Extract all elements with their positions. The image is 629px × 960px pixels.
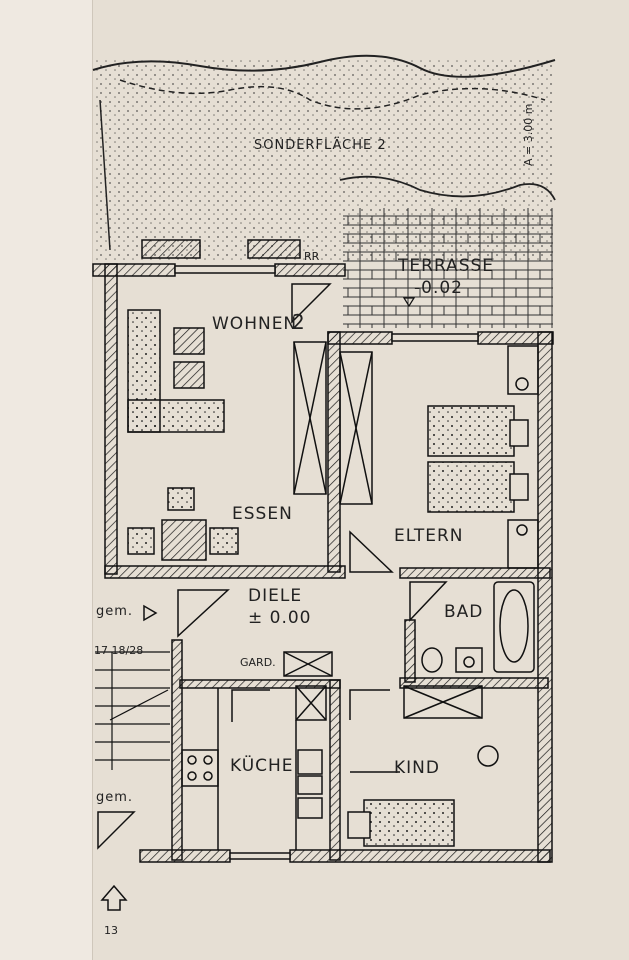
double-bed [427,345,539,569]
rr-label: RR [304,250,320,263]
living-cabinets [293,341,373,505]
doors [97,283,448,850]
kitchen-fixtures [181,688,323,850]
stair-label: 17 18/28 [94,644,144,657]
hall-label: DIELE [248,586,303,606]
unit-number: 2 [292,310,306,334]
side-table [173,327,205,355]
entry-arrow-icon [100,884,128,911]
bath-label: BAD [444,602,484,622]
staircase [95,651,170,770]
garden-label: SONDERFLÄCHE 2 [254,138,387,153]
kitchen-label: KÜCHE [230,756,294,776]
coffee-table [173,361,205,389]
dining-label: ESSEN [232,504,293,524]
gem-label-top: gem. [96,604,134,619]
walls [92,263,554,863]
left-page-margin [0,0,93,960]
terrace-paving [343,208,553,328]
hall-wardrobe [283,651,333,721]
entry-marker-icon [143,604,158,622]
gem-label-bottom: gem. [96,790,134,805]
bathroom-fixtures [421,581,535,673]
sofa [127,309,225,433]
level-marker-icon [402,297,416,308]
parents-label: ELTERN [394,526,464,546]
wardrobe-label: GARD. [240,656,276,669]
dining-set [127,487,239,561]
terrace-label: TERRASSE [398,256,495,276]
living-label: WOHNEN [212,314,298,334]
terrace-level: -0.02 [414,278,463,298]
stair-bottom-label: 13 [104,924,118,937]
child-bed [347,685,499,847]
dimension-label: A = 3.00 m [522,103,535,166]
child-label: KIND [394,758,440,778]
hall-level: ± 0.00 [248,608,312,628]
